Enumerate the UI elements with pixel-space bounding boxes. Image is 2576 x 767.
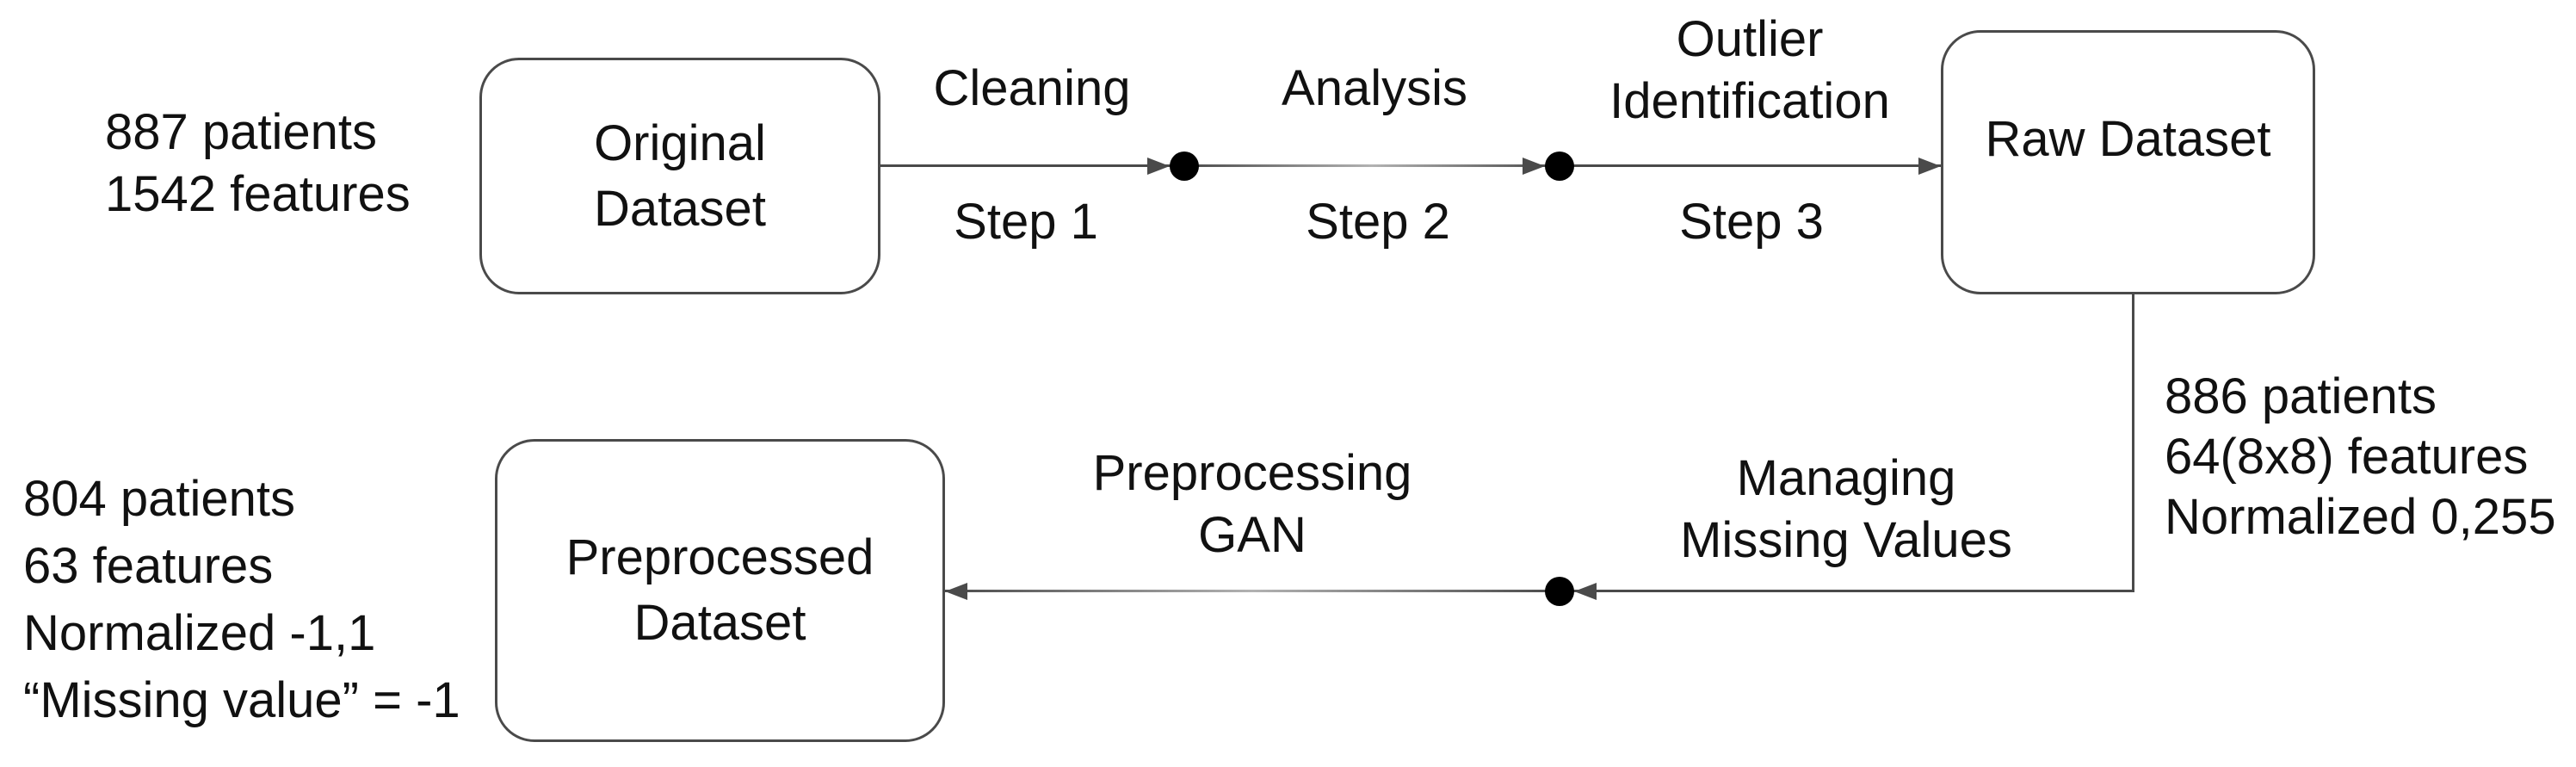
preprocessing-gan-label: Preprocessing GAN — [1093, 442, 1412, 566]
stat-line: Normalized 0,255 — [2165, 489, 2556, 545]
stage3-label-line: Outlier — [1676, 11, 1824, 67]
preprocessing-label-line: Preprocessing — [1092, 445, 1412, 501]
stage2-step: Step 2 — [1306, 191, 1450, 253]
connector-dot-step2-step3 — [1545, 152, 1574, 181]
raw-dataset-node: Raw Dataset — [1941, 30, 2315, 294]
stat-line: 887 patients — [105, 104, 378, 160]
stage1-label-text: Cleaning — [933, 60, 1131, 116]
connector-dot-bottom — [1545, 577, 1574, 606]
stat-line: Normalized -1,1 — [23, 605, 376, 661]
stage3-step: Step 3 — [1679, 191, 1824, 253]
stat-line: 886 patients — [2165, 368, 2437, 424]
stat-line: “Missing value” = -1 — [23, 672, 460, 728]
stage3-step-text: Step 3 — [1679, 194, 1824, 250]
stage3-label: Outlier Identification — [1609, 9, 1890, 133]
node-label-line: Preprocessed — [565, 529, 874, 585]
original-dataset-stats: 887 patients 1542 features — [105, 102, 411, 226]
managing-missing-values-label: Managing Missing Values — [1680, 448, 2012, 572]
arrowhead-right-icon — [1918, 158, 1941, 175]
node-label-line: Dataset — [633, 595, 806, 651]
stat-line: 64(8x8) features — [2165, 429, 2529, 485]
bottom-flow-line-segment-2 — [945, 590, 1560, 592]
preprocessed-dataset-node: Preprocessed Dataset — [495, 439, 945, 742]
arrowhead-left-icon — [1574, 583, 1597, 600]
stat-line: 804 patients — [23, 471, 296, 527]
preprocessing-label-line: GAN — [1198, 507, 1307, 563]
stage1-label: Cleaning — [934, 58, 1131, 120]
stage1-step: Step 1 — [954, 191, 1098, 253]
connector-dot-step1-step2 — [1170, 152, 1199, 181]
stat-line: 63 features — [23, 538, 274, 594]
top-flow-line-segment-2 — [1184, 164, 1560, 167]
stage2-step-text: Step 2 — [1306, 194, 1450, 250]
node-label-line: Original — [594, 114, 766, 171]
preprocessed-dataset-stats: 804 patients 63 features Normalized -1,1… — [23, 466, 460, 734]
top-flow-line-segment-1 — [880, 164, 1184, 167]
raw-dataset-down-connector — [2132, 294, 2134, 592]
managing-label-line: Managing — [1736, 450, 1956, 506]
node-label-line: Raw Dataset — [1985, 111, 2271, 167]
arrowhead-left-icon — [945, 583, 967, 600]
node-label-line: Dataset — [594, 180, 766, 237]
raw-dataset-stats: 886 patients 64(8x8) features Normalized… — [2165, 367, 2556, 547]
bottom-flow-line-segment-1 — [1560, 590, 2134, 592]
stat-line: 1542 features — [105, 166, 411, 222]
stage2-label: Analysis — [1282, 58, 1467, 120]
original-dataset-node: Original Dataset — [479, 58, 880, 294]
arrowhead-right-icon — [1147, 158, 1170, 175]
arrowhead-right-icon — [1523, 158, 1545, 175]
top-flow-line-segment-3 — [1560, 164, 1941, 167]
stage2-label-text: Analysis — [1282, 60, 1467, 116]
stage3-label-line: Identification — [1609, 73, 1890, 129]
managing-label-line: Missing Values — [1680, 512, 2012, 568]
stage1-step-text: Step 1 — [954, 194, 1098, 250]
